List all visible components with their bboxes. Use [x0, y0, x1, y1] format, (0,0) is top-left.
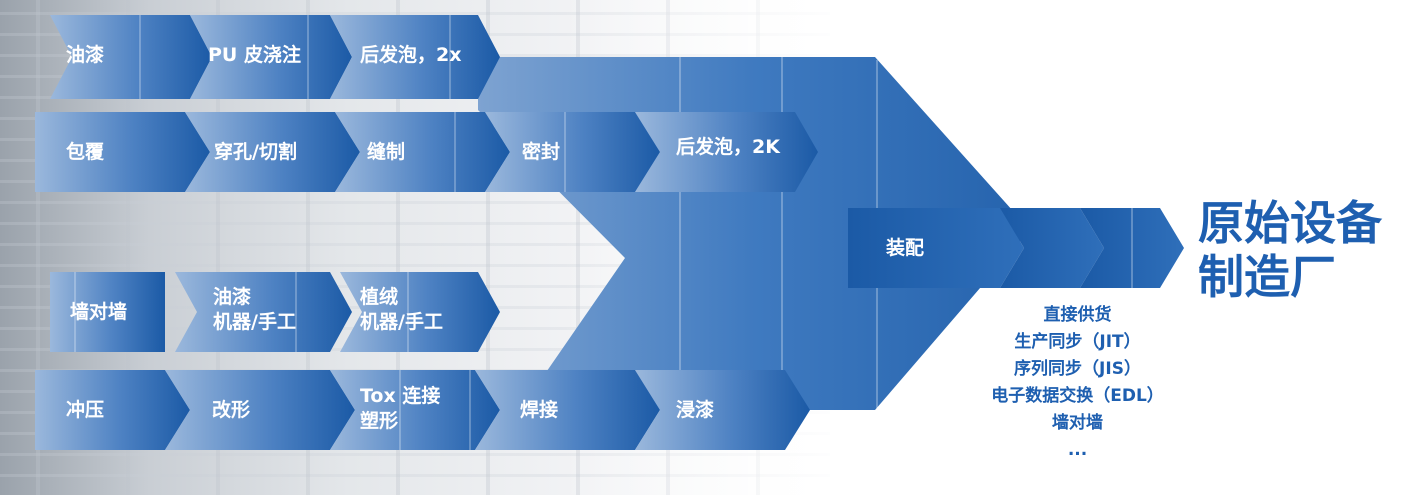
row2-dividers: [454, 112, 566, 192]
arrow-perforating-cutting: [185, 112, 360, 192]
step-back-foaming-2k: 后发泡，2K: [676, 136, 780, 158]
delivery-jis: 序列同步（JIS）: [1014, 359, 1141, 379]
arrow-sewing: [335, 112, 510, 192]
oem-title: 原始设备 制造厂: [1198, 196, 1382, 304]
delivery-more: ...: [1067, 440, 1088, 460]
step-sewing: 缝制: [367, 141, 406, 163]
delivery-wall-to-wall: 墙对墙: [1052, 413, 1103, 433]
row1-dividers: [139, 15, 451, 99]
step-dip-painting: 浸漆: [676, 399, 715, 421]
delivery-methods-list: 直接供货 生产同步（JIT） 序列同步（JIS） 电子数据交换（EDL） 墙对墙…: [965, 302, 1190, 464]
arrow-stamping: [35, 370, 190, 450]
step-painting-machine-manual: 油漆 机器/手工: [213, 286, 296, 333]
delivery-jit: 生产同步（JIT）: [1014, 332, 1141, 352]
delivery-direct-supply: 直接供货: [1043, 305, 1112, 325]
arrow-paint: [50, 15, 212, 99]
step-pu-skin-casting: PU 皮浇注: [208, 44, 301, 66]
arrow-flocking-machine-manual: [340, 272, 500, 352]
step-assembly: 装配: [886, 237, 925, 259]
delivery-edl: 电子数据交换（EDL）: [991, 386, 1164, 406]
row3-dividers: [74, 272, 409, 352]
arrow-back-foaming-2k: [635, 112, 818, 192]
arrow-output-1: [1000, 208, 1104, 288]
step-wrapping: 包覆: [66, 141, 105, 163]
step-sealing: 密封: [522, 141, 561, 163]
step-stamping: 冲压: [66, 399, 105, 421]
arrow-pu-skin-casting: [190, 15, 352, 99]
arrow-reshaping: [165, 370, 355, 450]
step-flocking-machine-manual: 植绒 机器/手工: [360, 286, 443, 333]
step-perforating-cutting: 穿孔/切割: [214, 141, 297, 163]
arrow-wrapping: [35, 112, 210, 192]
step-wall-to-wall: 墙对墙: [70, 301, 128, 323]
step-paint: 油漆: [66, 44, 105, 66]
arrow-tox-joining-forming: [330, 370, 500, 450]
row4-dividers: [399, 370, 471, 450]
arrow-sealing: [485, 112, 660, 192]
arrow-painting-machine-manual: [175, 272, 352, 352]
arrow-welding: [475, 370, 660, 450]
step-back-foaming-2x: 后发泡，2x: [360, 44, 462, 66]
arrow-assembly: [848, 208, 1024, 288]
step-tox-joining-forming: Tox 连接 塑形: [360, 385, 441, 432]
arrow-dip-painting: [635, 370, 810, 450]
step-welding: 焊接: [520, 399, 559, 421]
arrow-back-foaming-2x: [330, 15, 500, 99]
step-reshaping: 改形: [212, 399, 251, 421]
arrow-wall-to-wall: [50, 272, 165, 352]
